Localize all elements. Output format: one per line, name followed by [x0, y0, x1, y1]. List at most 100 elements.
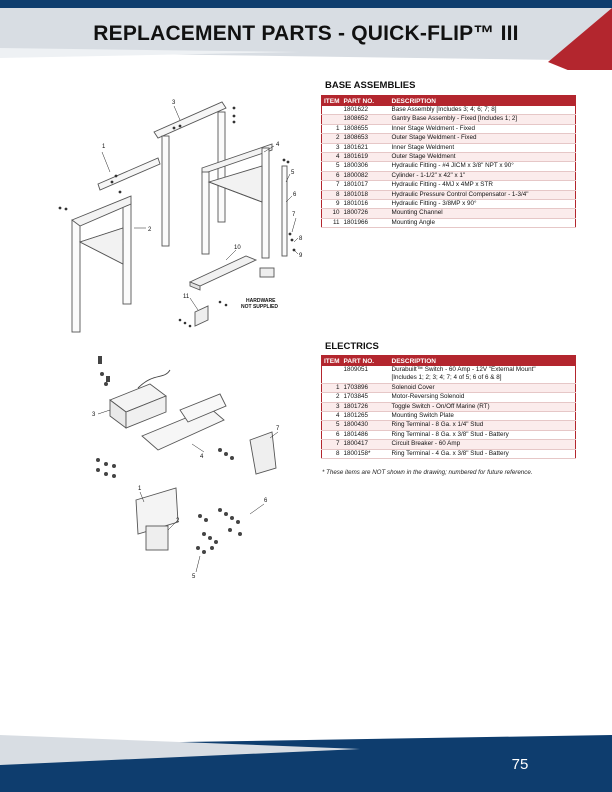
description-cell: Inner Stage Weldment - Fixed	[389, 124, 576, 135]
item-cell: 7	[321, 439, 342, 450]
item-cell: 2	[321, 392, 342, 403]
description-cell: Hydraulic Fitting - #4 JICM x 3/8" NPT x…	[389, 161, 576, 172]
item-cell: 4	[321, 152, 342, 163]
part-number-cell: 1801622	[341, 106, 390, 116]
item-cell: 3	[321, 402, 342, 413]
callout-5: 5	[291, 170, 295, 176]
callout-4: 4	[276, 142, 280, 148]
item-cell: 1	[321, 383, 342, 394]
item-cell: 4	[321, 411, 342, 422]
electrics-callout-1: 1	[138, 486, 142, 492]
electrics-diagram: 3 4 7 1 2 5 6	[92, 356, 280, 580]
description-cell: Toggle Switch - On/Off Marine (RT)	[389, 402, 576, 413]
callout-3: 3	[172, 100, 176, 106]
item-cell: 5	[321, 161, 342, 172]
part-number-cell: 1808652	[341, 114, 390, 125]
hardware-note-line1: HARDWARE	[246, 298, 276, 304]
description-cell: Ring Terminal - 4 Ga. x 3/8" Stud - Batt…	[389, 449, 576, 460]
item-cell: 7	[321, 180, 342, 191]
description-cell: Hydraulic Fitting - 4MJ x 4MP x STR	[389, 180, 576, 191]
callout-11: 11	[183, 294, 190, 300]
description-cell: Solenoid Cover	[389, 383, 576, 394]
part-number-cell: 1703896	[341, 383, 390, 394]
table-header-row: ITEM PART NO. DESCRIPTION	[321, 355, 576, 366]
item-cell	[321, 106, 342, 116]
col-header-part: PART NO.	[341, 355, 390, 366]
item-cell: 8	[321, 190, 342, 201]
part-number-cell: 1808655	[341, 124, 390, 135]
footer-banner	[0, 735, 612, 792]
item-cell: 8	[321, 449, 342, 460]
part-number-cell: 1801018	[341, 190, 390, 201]
col-header-item: ITEM	[321, 95, 342, 106]
part-number-cell: 1801017	[341, 180, 390, 191]
col-header-part: PART NO.	[341, 95, 390, 106]
description-cell: Durabuilt™ Switch - 60 Amp - 12V "Extern…	[389, 366, 576, 384]
part-number-cell: 1800158*	[341, 449, 390, 460]
part-number-cell: 1809051	[341, 366, 390, 384]
callout-2: 2	[148, 227, 152, 233]
item-cell	[321, 114, 342, 125]
col-header-description: DESCRIPTION	[389, 95, 576, 106]
item-cell: 3	[321, 143, 342, 154]
header-red-accent	[548, 8, 612, 70]
part-number-cell: 1800726	[341, 208, 390, 219]
part-number-cell: 1703845	[341, 392, 390, 403]
description-cell: Mounting Angle	[389, 218, 576, 229]
item-cell: 5	[321, 420, 342, 431]
description-cell: Hydraulic Fitting - 3/8MP x 90°	[389, 199, 576, 210]
description-line-1: Durabuilt™ Switch - 60 Amp - 12V "Extern…	[391, 366, 536, 373]
part-number-cell: 1800430	[341, 420, 390, 431]
description-line-2: [Includes 1; 2; 3; 4; 7; 4 of 5; 6 of 6 …	[391, 374, 502, 382]
item-cell: 11	[321, 218, 342, 229]
item-cell: 9	[321, 199, 342, 210]
description-cell: Ring Terminal - 8 Ga. x 3/8" Stud - Batt…	[389, 430, 576, 441]
base-assemblies-diagram: 1 2 3 4 5 6 7 8 9 10 11 HARDWARE NOT SUP…	[58, 100, 303, 333]
electrics-callout-4: 4	[200, 454, 204, 460]
part-number-cell: 1801619	[341, 152, 390, 163]
part-number-cell: 1801016	[341, 199, 390, 210]
hardware-note-line2: NOT SUPPLIED	[241, 304, 278, 310]
item-cell	[321, 366, 342, 384]
description-cell: Circuit Breaker - 60 Amp	[389, 439, 576, 450]
description-cell: Base Assembly [Includes 3; 4; 6; 7; 8]	[389, 106, 576, 116]
electrics-callout-6: 6	[264, 498, 268, 504]
description-cell: Outer Stage Weldment	[389, 152, 576, 163]
part-number-cell: 1800082	[341, 171, 390, 182]
footnote: * These items are NOT shown in the drawi…	[322, 469, 533, 476]
description-cell: Gantry Base Assembly - Fixed [Includes 1…	[389, 114, 576, 125]
description-cell: Mounting Channel	[389, 208, 576, 219]
part-number-cell: 1801966	[341, 218, 390, 229]
callout-10: 10	[234, 245, 241, 251]
description-cell: Hydraulic Pressure Control Compensator -…	[389, 190, 576, 201]
page-number: 75	[511, 756, 529, 773]
description-cell: Cylinder - 1-1/2" x 42" x 1"	[389, 171, 576, 182]
header-banner	[0, 0, 612, 70]
callout-6: 6	[293, 192, 297, 198]
description-cell: Mounting Switch Plate	[389, 411, 576, 422]
electrics-callout-2: 2	[176, 518, 180, 524]
callout-1: 1	[102, 144, 106, 150]
page-title: REPLACEMENT PARTS - QUICK-FLIP™ III	[93, 22, 519, 45]
item-cell: 6	[321, 171, 342, 182]
base-assemblies-title: BASE ASSEMBLIES	[325, 80, 416, 91]
description-cell: Ring Terminal - 8 Ga. x 1/4" Stud	[389, 420, 576, 431]
callout-9: 9	[299, 253, 303, 259]
electrics-callout-7: 7	[276, 426, 280, 432]
part-number-cell: 1801726	[341, 402, 390, 413]
